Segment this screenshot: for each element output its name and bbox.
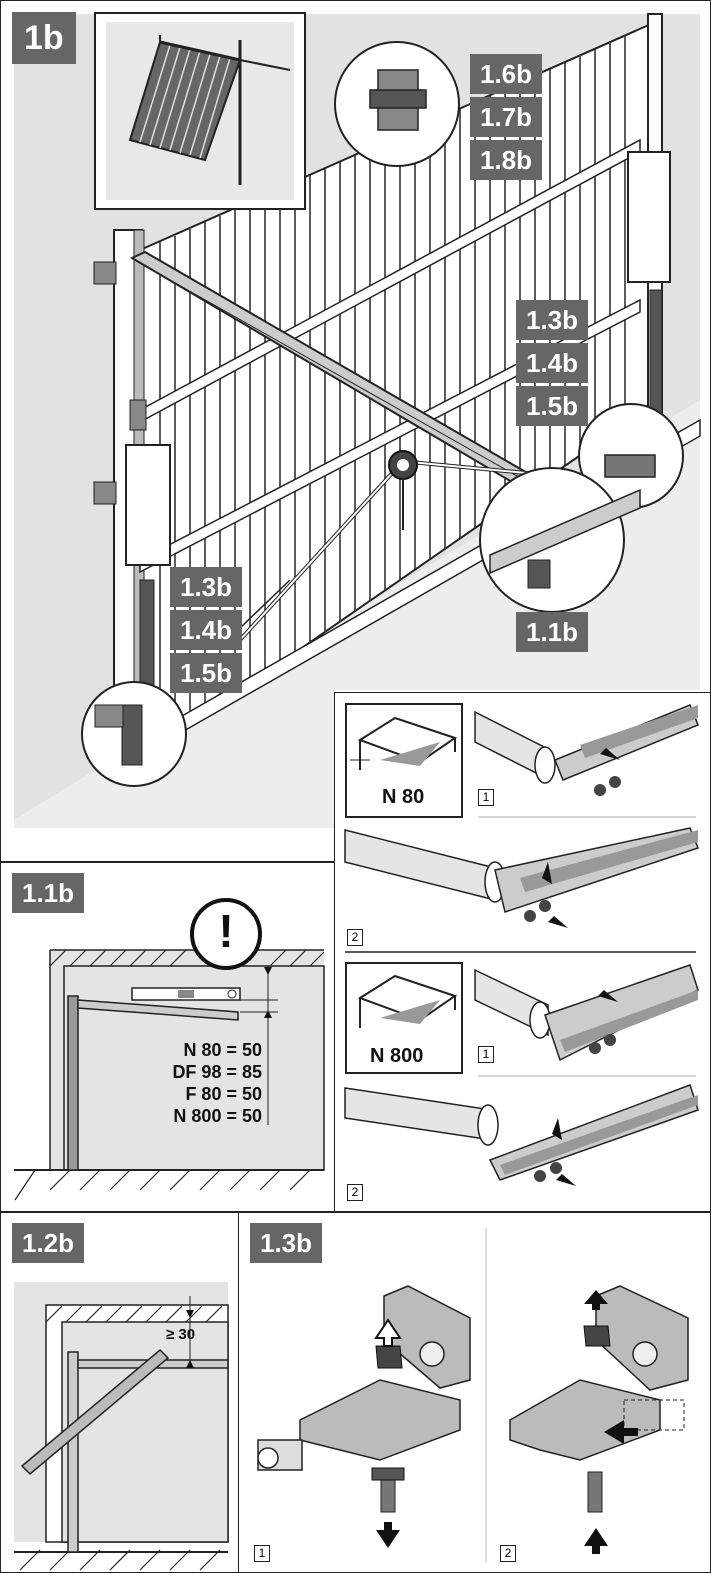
step-ref-left-1-3b: 1.3b: [170, 567, 243, 607]
panel-1-2b-label: 1.2b: [12, 1223, 85, 1263]
step-ref-left-1-4b: 1.4b: [170, 610, 243, 650]
n80-label: N 80: [382, 786, 425, 808]
hinge-step-1: 1: [254, 1545, 270, 1562]
step-ref-right-1-3b: 1.3b: [516, 300, 589, 340]
warning-exclamation-icon: !: [218, 905, 234, 957]
measurement-n80: N 80 = 50: [183, 1040, 262, 1060]
n800-step-1: 1: [478, 1046, 494, 1063]
step-ref-1-6b: 1.6b: [470, 54, 543, 94]
panel-1-3b-label: 1.3b: [250, 1223, 323, 1263]
up-and-over-door-thumbnail: [106, 22, 294, 200]
panel-1-1b-label: 1.1b: [12, 873, 85, 913]
main-step-label: 1b: [12, 12, 76, 64]
n80-step-2: 2: [347, 929, 363, 946]
measurement-f80: F 80 = 50: [185, 1084, 262, 1104]
n800-label: N 800: [370, 1045, 424, 1067]
measurement-n800: N 800 = 50: [173, 1106, 262, 1126]
step-ref-right-1-5b: 1.5b: [516, 386, 589, 426]
detail-ref-1-1b: 1.1b: [516, 612, 589, 652]
step-ref-1-8b: 1.8b: [470, 140, 543, 180]
measurement-df98: DF 98 = 85: [172, 1062, 262, 1082]
n800-step-2: 2: [347, 1184, 363, 1201]
step-ref-1-7b: 1.7b: [470, 97, 543, 137]
hinge-step-2: 2: [500, 1545, 516, 1562]
min-gap-dimension: ≥ 30: [166, 1326, 196, 1343]
step-ref-left-1-5b: 1.5b: [170, 653, 243, 693]
n80-step-1: 1: [478, 789, 494, 806]
step-ref-right-1-4b: 1.4b: [516, 343, 589, 383]
